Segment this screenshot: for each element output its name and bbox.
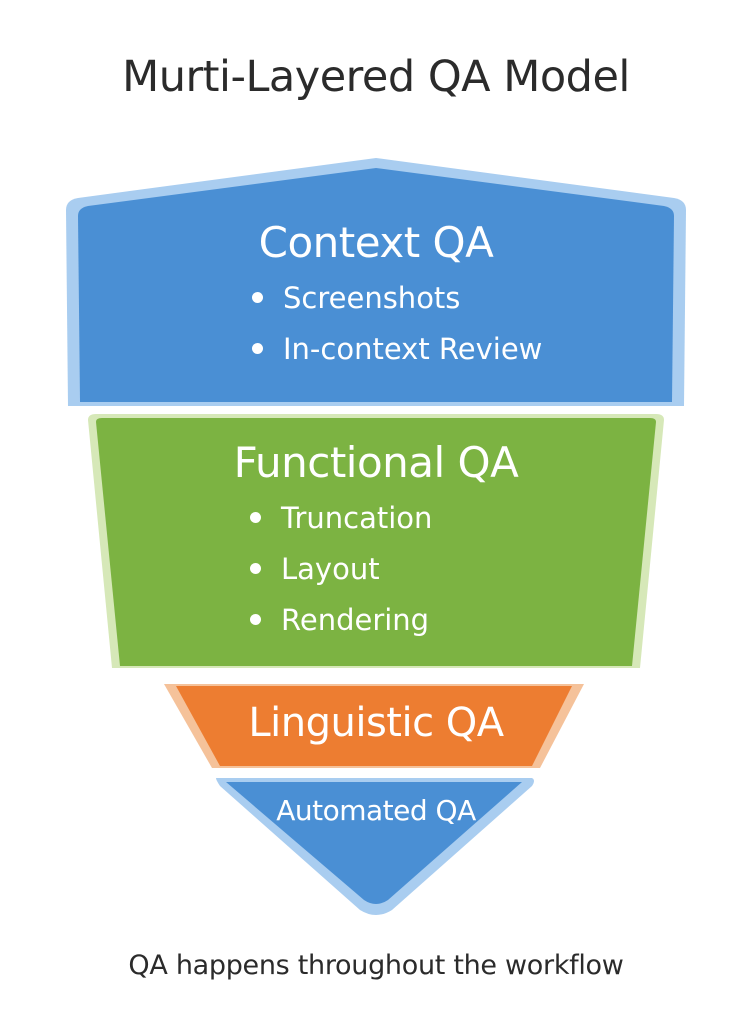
bullet-text: Layout — [281, 552, 380, 586]
bullet-item: Truncation — [250, 493, 752, 544]
bullet-dot-icon — [250, 511, 261, 523]
bullet-text: Truncation — [281, 501, 433, 535]
bullet-list: Truncation Layout Rendering — [250, 493, 752, 646]
bullet-dot-icon — [252, 291, 263, 303]
layer-context-qa: Context QA Screenshots In-context Review — [0, 218, 752, 375]
bullet-text: Rendering — [281, 603, 430, 637]
layer-title: Linguistic QA — [248, 700, 504, 746]
layer-title: Automated QA — [276, 794, 476, 827]
bullet-text: In-context Review — [283, 332, 543, 366]
layer-linguistic-qa: Linguistic QA — [0, 700, 752, 746]
layer-linguistic-qa-shape — [164, 684, 584, 768]
bullet-item: In-context Review — [252, 324, 752, 375]
bullet-item: Rendering — [250, 595, 752, 646]
bullet-dot-icon — [250, 562, 261, 574]
bullet-item: Screenshots — [252, 273, 752, 324]
diagram-title: Murti-Layered QA Model — [122, 52, 630, 102]
bullet-dot-icon — [252, 342, 263, 354]
layer-title: Context QA — [258, 218, 494, 267]
bullet-item: Layout — [250, 544, 752, 595]
layer-functional-qa-shape — [88, 414, 664, 668]
layer-automated-qa-shape — [216, 778, 534, 915]
diagram-caption: QA happens throughout the workflow — [128, 950, 624, 981]
bullet-list: Screenshots In-context Review — [252, 273, 752, 375]
layer-title: Functional QA — [233, 438, 519, 487]
layer-functional-qa: Functional QA Truncation Layout Renderin… — [0, 438, 752, 646]
layer-automated-qa: Automated QA — [0, 794, 752, 827]
bullet-dot-icon — [250, 613, 261, 625]
layer-context-qa-shape — [66, 158, 686, 406]
bullet-text: Screenshots — [283, 281, 461, 315]
